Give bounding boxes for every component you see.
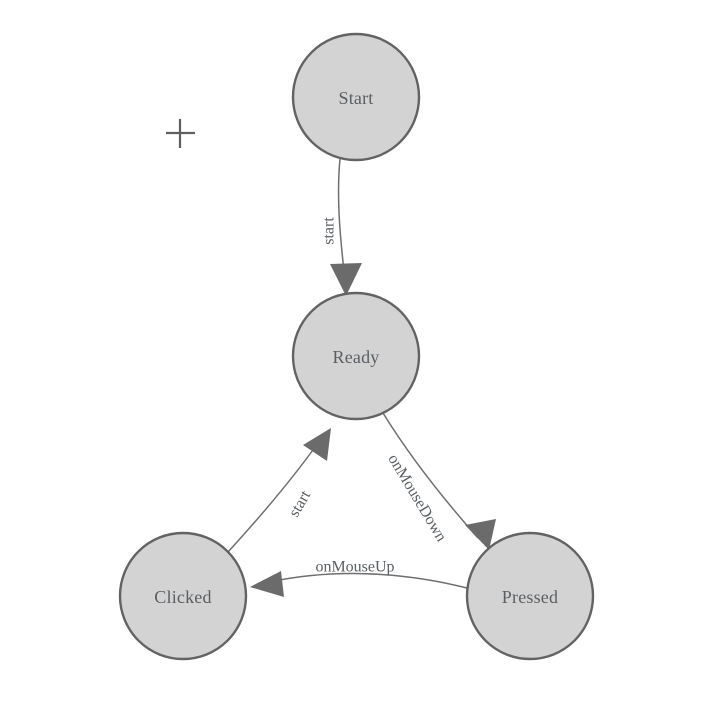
edge-line-pressed-to-clicked — [269, 572, 468, 589]
edge-line-clicked-to-ready — [227, 442, 319, 553]
edge-start-to-ready[interactable]: start — [321, 158, 363, 296]
node-pressed-label: Pressed — [502, 587, 558, 607]
edge-line-start-to-ready — [337, 158, 346, 281]
node-ready-label: Ready — [333, 347, 380, 367]
node-clicked-circle — [118, 531, 248, 661]
node-start-label: Start — [339, 88, 374, 108]
node-ready-circle — [291, 291, 421, 421]
edge-label-start-to-ready: start — [321, 217, 338, 245]
node-pressed-circle — [465, 531, 595, 661]
node-start-circle — [291, 32, 421, 162]
edge-clicked-to-ready[interactable]: start — [227, 428, 331, 553]
arrowhead-clicked-to-ready — [303, 428, 331, 461]
edge-label-ready-to-pressed: onMouseDown — [384, 451, 449, 544]
arrowhead-pressed-to-clicked — [250, 571, 284, 597]
arrowhead-start-to-ready — [330, 263, 362, 296]
arrowhead-ready-to-pressed — [465, 519, 496, 550]
plus-marker-icon[interactable] — [166, 119, 195, 148]
edge-label-pressed-to-clicked: onMouseUp — [315, 559, 394, 576]
node-pressed[interactable]: Pressed — [465, 531, 595, 661]
node-clicked-label: Clicked — [154, 587, 211, 607]
edge-label-clicked-to-ready: start — [286, 487, 315, 520]
edge-pressed-to-clicked[interactable]: onMouseUp — [250, 559, 468, 598]
node-ready[interactable]: Ready — [291, 291, 421, 421]
node-clicked[interactable]: Clicked — [118, 531, 248, 661]
edge-ready-to-pressed[interactable]: onMouseDown — [382, 412, 496, 550]
node-start[interactable]: Start — [291, 32, 421, 162]
